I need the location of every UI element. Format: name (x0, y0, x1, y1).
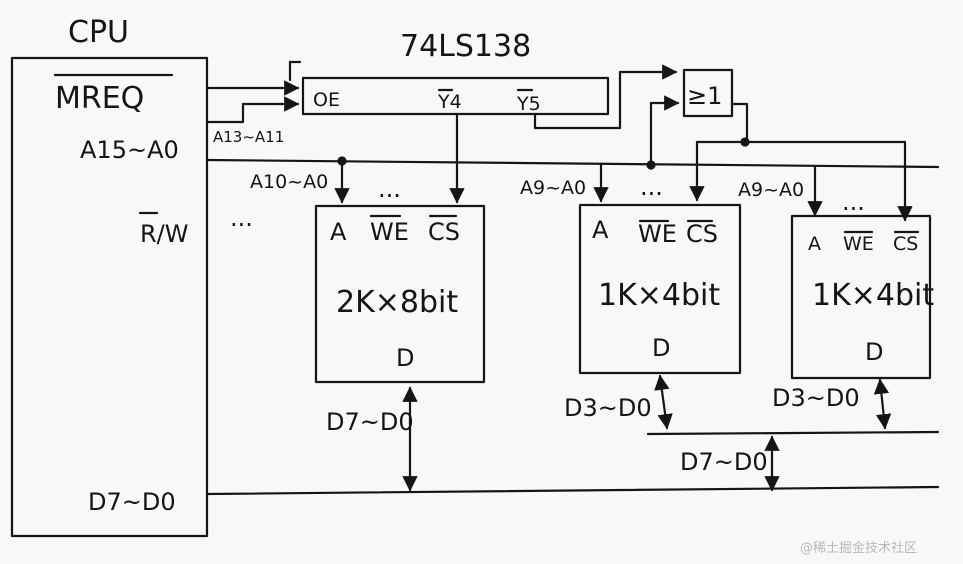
local-data-bus (646, 430, 940, 436)
chip3-dots: ... (842, 188, 865, 216)
decoder-input-label: A13~A11 (213, 128, 284, 146)
cpu-addr-label: A15~A0 (80, 136, 179, 164)
chip2-d: D (652, 334, 670, 362)
chip2-block (578, 203, 742, 375)
chip1-block (314, 204, 486, 384)
chip2-size: 1K×4bit (598, 278, 720, 313)
cpu-data-label: D7~D0 (88, 488, 176, 516)
chip2-dots: ... (640, 173, 663, 201)
chip3-cs: CS (893, 233, 918, 255)
decoder-block (301, 76, 610, 116)
chip1-we: WE (370, 218, 409, 246)
decoder-title: 74LS138 (400, 29, 531, 64)
chip3-size: 1K×4bit (812, 278, 934, 313)
decoder-y4-label: Y4 (437, 91, 462, 113)
address-bus (205, 158, 940, 169)
chip1-data-label: D7~D0 (326, 408, 414, 436)
chip1-d: D (396, 344, 414, 372)
decoder-oe-label: OE (313, 89, 340, 111)
chip2-a: A (592, 216, 609, 244)
chip3-we: WE (843, 233, 874, 255)
chip3-d: D (865, 338, 883, 366)
or-gate-label: ≥1 (687, 82, 722, 110)
chip3-data-label: D3~D0 (772, 384, 860, 412)
chip2-we: WE (638, 220, 677, 248)
chip3-a: A (808, 233, 821, 255)
chip2-data-label: D3~D0 (564, 394, 652, 422)
chip1-size: 2K×8bit (336, 285, 458, 320)
cpu-mreq-label: MREQ (55, 81, 144, 116)
chip1-cs: CS (428, 218, 460, 246)
chip2-addr-label: A9~A0 (520, 177, 586, 199)
chip1-dots: ... (378, 175, 401, 203)
cpu-rw-dots: ... (230, 204, 253, 232)
chip2-cs: CS (686, 220, 718, 248)
chip3-addr-label: A9~A0 (738, 179, 804, 201)
watermark: @稀土掘金技术社区 (800, 540, 917, 556)
or-gate (682, 68, 734, 118)
chip1-addr-label: A10~A0 (250, 171, 328, 193)
data-bus (205, 485, 940, 496)
cpu-rw-label: R/W (140, 220, 189, 248)
chip3-block (790, 214, 932, 380)
decoder-y5-label: Y5 (516, 93, 541, 115)
cpu-block (10, 56, 209, 538)
chip1-a: A (330, 218, 347, 246)
local-bus-label: D7~D0 (680, 448, 768, 476)
cpu-title: CPU (68, 15, 129, 50)
